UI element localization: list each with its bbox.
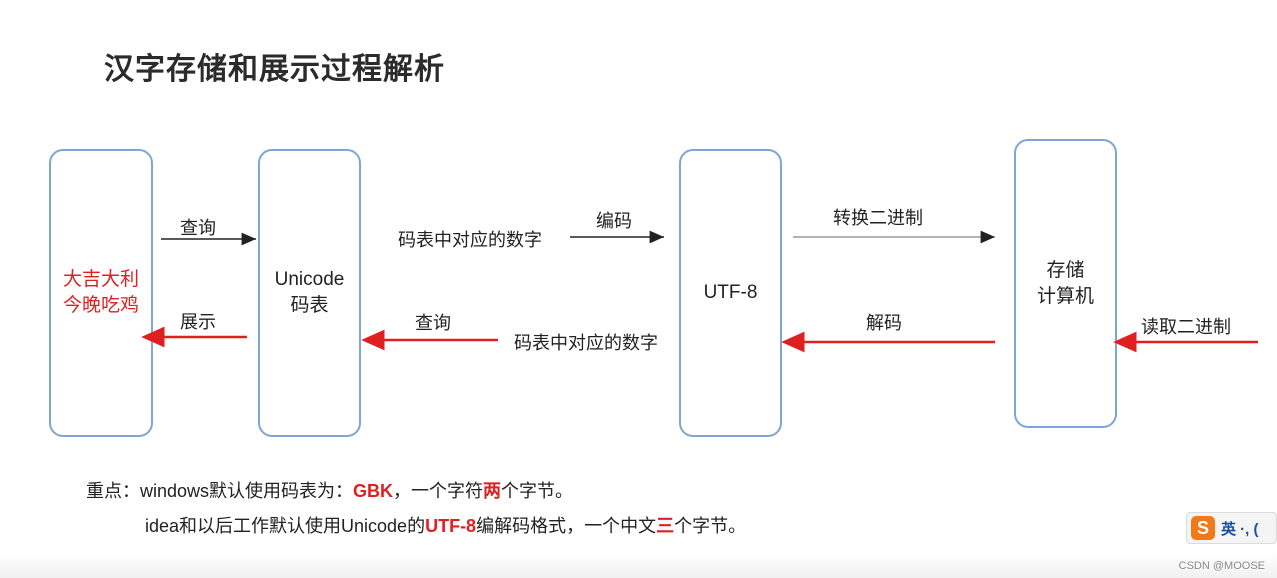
ime-toolbar[interactable]: S 英 ·, (	[1186, 512, 1277, 544]
label-query-top: 查询	[180, 218, 216, 238]
ime-mode-text[interactable]: 英 ·, (	[1221, 520, 1259, 538]
note-line-2: idea和以后工作默认使用Unicode的UTF-8编解码格式，一个中文三个字节…	[145, 512, 746, 538]
label-query-bottom: 查询	[415, 313, 451, 333]
note1-mid: ，一个字符	[393, 481, 484, 501]
note-line-1: 重点：windows默认使用码表为：GBK，一个字符两个字节。	[86, 477, 573, 503]
utf8-text: UTF-8	[703, 282, 758, 303]
chinese-chars-text: 大吉大利 今晚吃鸡	[62, 269, 139, 316]
sogou-logo-icon[interactable]: S	[1191, 516, 1215, 540]
label-number-bottom: 码表中对应的数字	[514, 333, 658, 353]
label-read-binary: 读取二进制	[1141, 317, 1231, 337]
label-encode: 编码	[596, 211, 632, 231]
note2-prefix: idea和以后工作默认使用Unicode的	[145, 516, 426, 536]
utf8-box: UTF-8	[679, 149, 782, 437]
unicode-table-text: Unicode 码表	[274, 269, 345, 316]
storage-computer-box: 存储 计算机	[1014, 139, 1117, 428]
note1-suffix: 个字节。	[501, 481, 574, 501]
label-display: 展示	[180, 312, 216, 332]
note2-utf8: UTF-8	[425, 516, 477, 536]
note2-suffix: 个字节。	[674, 516, 747, 536]
note1-prefix: 重点：windows默认使用码表为：	[86, 481, 354, 501]
label-number-top: 码表中对应的数字	[398, 230, 542, 250]
footer-bar	[0, 554, 1277, 578]
unicode-table-box: Unicode 码表	[258, 149, 361, 437]
note2-mid: 编解码格式，一个中文	[476, 516, 657, 536]
label-convert-binary: 转换二进制	[833, 208, 923, 228]
note2-three: 三	[656, 516, 675, 536]
watermark: CSDN @MOOSE	[1178, 560, 1265, 572]
label-decode: 解码	[866, 313, 902, 333]
chinese-chars-box: 大吉大利 今晚吃鸡	[49, 149, 153, 437]
page-title: 汉字存储和展示过程解析	[104, 53, 445, 86]
note1-two: 两	[483, 481, 502, 501]
note1-gbk: GBK	[353, 481, 394, 501]
storage-computer-text: 存储 计算机	[1036, 259, 1094, 307]
